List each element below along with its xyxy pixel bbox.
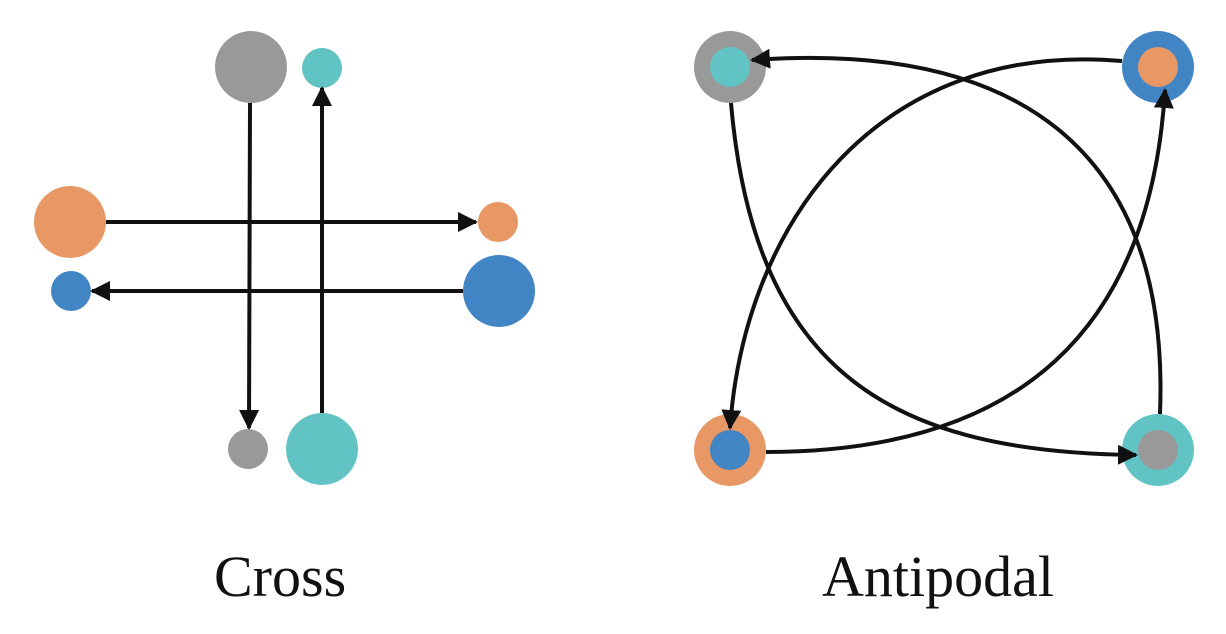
cross-gray-goal-node bbox=[228, 429, 268, 469]
cross-gray-start-node bbox=[215, 31, 287, 103]
cross-panel bbox=[34, 31, 535, 485]
antipodal-orange-goal-node bbox=[1138, 47, 1178, 87]
cross-blue-start-node bbox=[463, 255, 535, 327]
cross-teal-start-node bbox=[286, 413, 358, 485]
antipodal-teal-goal-node bbox=[710, 47, 750, 87]
cross-teal-goal-node bbox=[302, 48, 342, 88]
cross-caption: Cross bbox=[214, 544, 347, 609]
antipodal-gray-arrow bbox=[729, 102, 1138, 465]
cross-orange-goal-node bbox=[478, 202, 518, 242]
antipodal-orange-arrow bbox=[765, 88, 1174, 454]
antipodal-blue-goal-node bbox=[710, 430, 750, 470]
cross-blue-goal-node bbox=[51, 271, 91, 311]
antipodal-panel bbox=[694, 31, 1194, 486]
antipodal-gray-goal-node bbox=[1138, 430, 1178, 470]
cross-orange-start-node bbox=[34, 186, 106, 258]
antipodal-teal-arrow bbox=[750, 48, 1163, 415]
antipodal-blue-arrow bbox=[721, 57, 1123, 430]
cross-gray-arrow bbox=[239, 102, 260, 430]
antipodal-caption: Antipodal bbox=[822, 544, 1054, 609]
